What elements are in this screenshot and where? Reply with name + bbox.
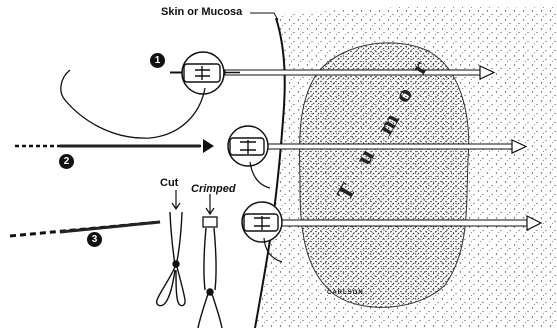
crimping-pliers-icon <box>198 228 222 328</box>
crimped-arrow-icon <box>206 194 214 214</box>
step-1-button-hub <box>182 52 224 94</box>
cut-label: Cut <box>160 177 178 189</box>
step-2-button-hub <box>228 126 268 166</box>
artist-signature: CARLSON <box>327 290 364 296</box>
scissors-icon <box>157 212 185 306</box>
crimped-label: Crimped <box>191 183 236 195</box>
tumor-mass <box>300 43 469 307</box>
skin-mucosa-label: Skin or Mucosa <box>161 6 242 18</box>
step-3-marker: 3 <box>87 232 102 247</box>
crimp-collar <box>203 217 217 227</box>
skin-label-leader <box>250 13 278 20</box>
step-3-button-hub <box>242 202 282 242</box>
step-2-marker: 2 <box>59 154 74 169</box>
step-2-arrowhead-icon <box>203 139 214 153</box>
cut-arrow-icon <box>172 190 180 209</box>
step-1-marker: 1 <box>150 53 165 68</box>
